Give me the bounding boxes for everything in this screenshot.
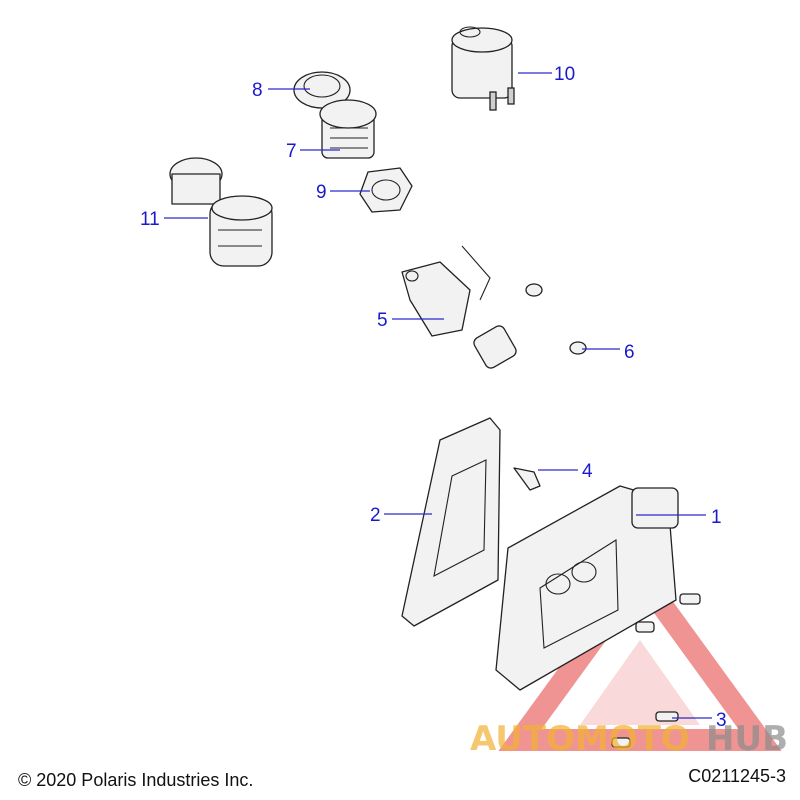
part-2-mounting-bracket[interactable] xyxy=(401,417,501,627)
callout-1: 1 xyxy=(711,507,722,528)
copyright-text: © 2020 Polaris Industries Inc. xyxy=(18,770,254,790)
callout-2: 2 xyxy=(370,505,381,526)
part-11-ignition-switch[interactable] xyxy=(169,157,273,267)
part-6-screw[interactable] xyxy=(525,283,587,355)
part-5-switch-assembly[interactable] xyxy=(401,245,518,370)
callout-10: 10 xyxy=(554,64,575,85)
part-4-bolt[interactable] xyxy=(513,467,541,491)
callout-5: 5 xyxy=(377,310,388,331)
leader-lines xyxy=(164,72,712,719)
callout-8: 8 xyxy=(252,80,263,101)
callout-9: 9 xyxy=(316,182,327,203)
part-7-threaded-housing[interactable] xyxy=(319,99,377,159)
part-10-relay[interactable] xyxy=(451,26,515,111)
watermark-auto: AUTOMOTO xyxy=(470,719,690,759)
callout-7: 7 xyxy=(286,141,297,162)
callout-labels: 10 8 7 9 11 5 6 4 2 1 3 xyxy=(140,64,727,731)
part-1-ecu-module[interactable] xyxy=(495,485,679,691)
callout-11: 11 xyxy=(140,209,160,230)
part-9-nut[interactable] xyxy=(359,167,413,213)
watermark-logo xyxy=(498,556,782,751)
callout-4: 4 xyxy=(582,461,593,482)
part-8-cap[interactable] xyxy=(293,71,351,109)
callout-3: 3 xyxy=(716,710,727,731)
callout-6: 6 xyxy=(624,342,635,363)
figure-code: C0211245-3 xyxy=(688,766,786,786)
watermark-text: AUTOMOTO HUB xyxy=(470,719,788,759)
part-3-screws[interactable] xyxy=(611,593,701,748)
watermark-hub: HUB xyxy=(706,719,788,759)
